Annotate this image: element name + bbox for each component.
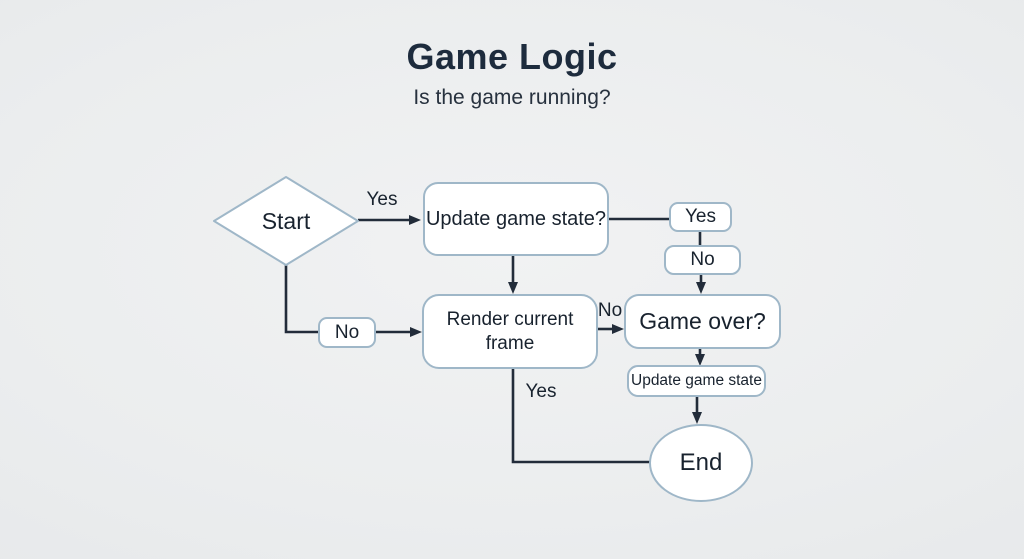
update-game-state-small-box [627,365,766,397]
end-node-label: End [679,449,723,476]
game-over-label: Game over? [639,308,766,335]
no-left-box [318,317,376,348]
update-game-state-question-box [423,182,609,256]
render-frame-label: Render current frame [446,308,574,354]
end-ellipse-shape [649,424,753,502]
yes-right-box [669,202,732,232]
edge-label-render-no: No [597,300,623,321]
nodes-group [213,176,781,502]
start-node-label: Start [261,207,311,234]
edge-label-render-yes: Yes [525,381,557,402]
update-game-state-question-label: Update game state? [425,207,607,230]
edge-render-to-end [511,368,651,464]
render-frame-box [422,294,598,369]
game-over-box [624,294,781,349]
no-left-label: No [334,321,360,343]
no-right-label: No [690,249,715,271]
edge-label-start-yes: Yes [366,189,398,210]
diagram-title: Game Logic [406,36,618,77]
yes-right-label: Yes [685,206,716,228]
edge-start-to-noleft [284,265,319,334]
update-game-state-small-label: Update game state [631,372,762,390]
diagram-subtitle: Is the game running? [413,86,611,109]
edges-group [284,215,706,464]
no-right-box [664,245,741,275]
start-diamond-shape [213,176,359,266]
